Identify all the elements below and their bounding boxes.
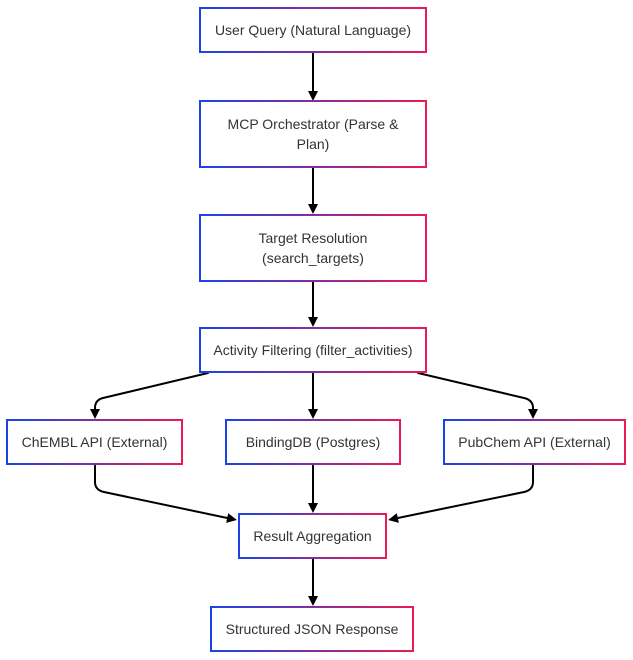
node-bindingdb: BindingDB (Postgres) [225, 419, 401, 465]
node-activity-filtering: Activity Filtering (filter_activities) [199, 327, 427, 373]
node-label-orchestrator-line-1: MCP Orchestrator (Parse & [228, 116, 400, 132]
node-target-resolution: Target Resolution (search_targets) [199, 214, 427, 282]
node-chembl: ChEMBL API (External) [6, 419, 183, 465]
node-label-chembl: ChEMBL API (External) [22, 434, 168, 450]
edges-layer [90, 52, 538, 606]
node-box-chembl [6, 419, 183, 465]
node-label-aggregation: Result Aggregation [253, 528, 371, 544]
node-label-user-query: User Query (Natural Language) [215, 22, 411, 38]
edge-pubchem-to-aggregation [388, 464, 534, 523]
node-label-response: Structured JSON Response [226, 621, 399, 637]
edge-chembl-to-aggregation [94, 464, 237, 523]
edge-activity-filtering-to-pubchem [417, 372, 538, 419]
edge-activity-filtering-to-chembl [90, 372, 209, 419]
node-box-response [210, 606, 414, 652]
node-label-target-resolution-line-2: (search_targets) [262, 250, 364, 266]
node-box-pubchem [443, 419, 626, 465]
node-label-orchestrator-line-2: Plan) [297, 136, 330, 152]
node-pubchem: PubChem API (External) [443, 419, 626, 465]
node-label-pubchem: PubChem API (External) [458, 434, 611, 450]
node-orchestrator: MCP Orchestrator (Parse & Plan) [199, 100, 427, 168]
node-box-user-query [199, 7, 427, 53]
node-box-bindingdb [225, 419, 401, 465]
node-box-aggregation [238, 513, 387, 559]
node-box-activity-filtering [199, 327, 427, 373]
node-label-bindingdb: BindingDB (Postgres) [246, 434, 381, 450]
node-user-query: User Query (Natural Language) [199, 7, 427, 53]
nodes-layer: User Query (Natural Language) MCP Orchest… [6, 7, 626, 652]
node-response: Structured JSON Response [210, 606, 414, 652]
node-label-target-resolution-line-1: Target Resolution [259, 230, 368, 246]
node-box-target-resolution [199, 214, 427, 282]
node-box-orchestrator [199, 100, 427, 168]
node-aggregation: Result Aggregation [238, 513, 387, 559]
node-label-activity-filtering: Activity Filtering (filter_activities) [213, 342, 412, 358]
